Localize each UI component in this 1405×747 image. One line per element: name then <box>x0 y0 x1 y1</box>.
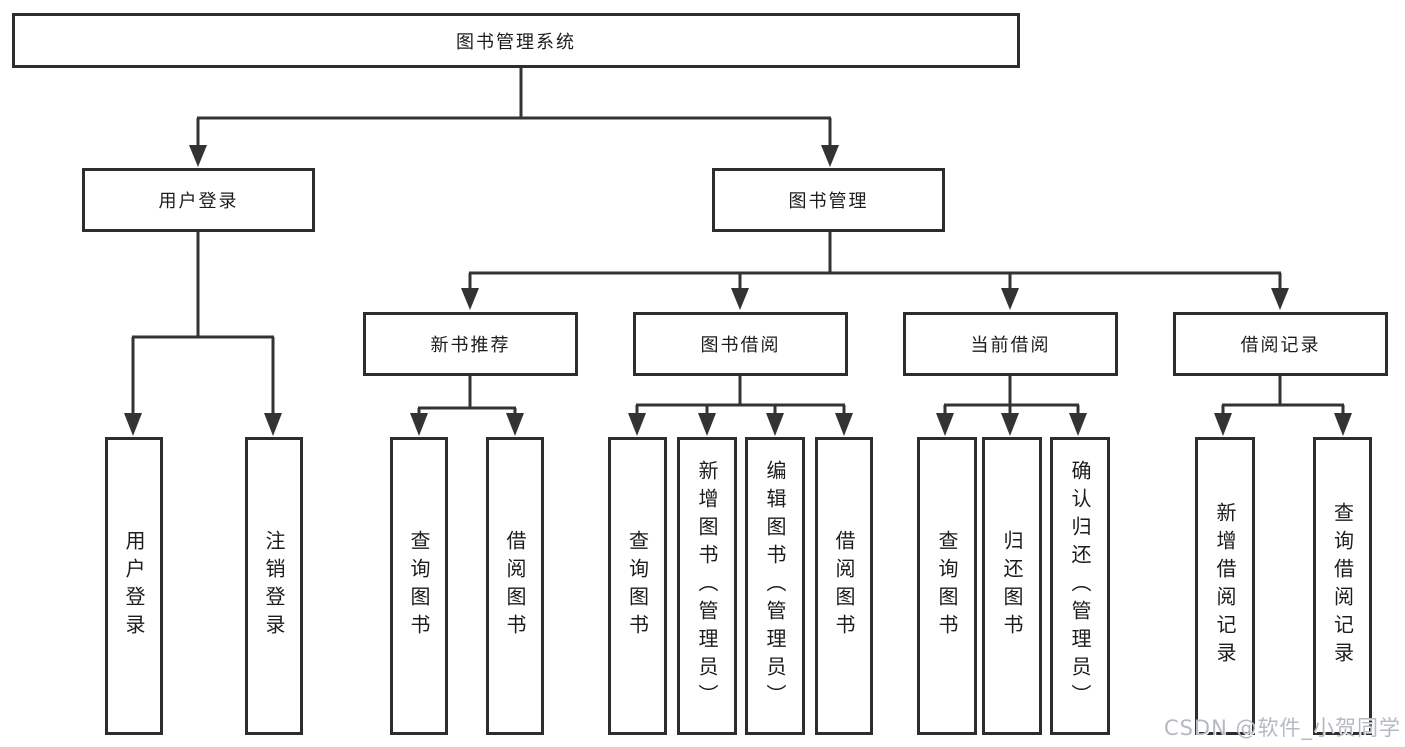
node-borrow-edit-book-admin: 编辑图书（管理员） <box>745 437 805 735</box>
node-root-label: 图书管理系统 <box>456 31 576 53</box>
node-borrow-query-book: 查询图书 <box>608 437 667 735</box>
node-current-return-book: 归还图书 <box>982 437 1042 735</box>
node-leaf-logout-label: 注销登录 <box>262 530 286 642</box>
node-recommend-borrow-book: 借阅图书 <box>486 437 544 735</box>
node-leaf-logout: 注销登录 <box>245 437 303 735</box>
node-borrow-records-label: 借阅记录 <box>1240 335 1321 356</box>
node-borrow-add-book-admin-label: 新增图书（管理员） <box>695 460 719 712</box>
node-current-return-book-label: 归还图书 <box>1000 530 1024 642</box>
node-records-add-record: 新增借阅记录 <box>1195 437 1255 735</box>
node-book-borrow: 图书借阅 <box>633 312 848 376</box>
connector-paths <box>131 68 1345 416</box>
node-recommend-query-book-label: 查询图书 <box>407 530 431 642</box>
arrowheads <box>124 145 1352 436</box>
node-new-book-recommend-label: 新书推荐 <box>430 335 511 356</box>
node-book-management: 图书管理 <box>712 168 945 232</box>
node-leaf-user-login: 用户登录 <box>105 437 163 735</box>
node-borrow-edit-book-admin-label: 编辑图书（管理员） <box>763 460 787 712</box>
node-records-query-record-label: 查询借阅记录 <box>1330 502 1355 670</box>
node-book-borrow-label: 图书借阅 <box>700 335 781 356</box>
node-current-confirm-return-admin: 确认归还（管理员） <box>1050 437 1110 735</box>
node-user-login-label: 用户登录 <box>158 191 239 212</box>
node-current-query-book-label: 查询图书 <box>935 530 959 642</box>
node-book-management-label: 图书管理 <box>788 191 869 212</box>
node-recommend-query-book: 查询图书 <box>390 437 448 735</box>
node-current-borrow: 当前借阅 <box>903 312 1118 376</box>
node-user-login: 用户登录 <box>82 168 315 232</box>
node-borrow-borrow-book-label: 借阅图书 <box>832 530 856 642</box>
csdn-watermark: CSDN @软件_小贺同学 <box>1163 716 1401 740</box>
node-current-borrow-label: 当前借阅 <box>970 335 1051 356</box>
node-records-add-record-label: 新增借阅记录 <box>1213 502 1237 670</box>
node-current-confirm-return-admin-label: 确认归还（管理员） <box>1068 460 1092 712</box>
node-borrow-add-book-admin: 新增图书（管理员） <box>677 437 737 735</box>
node-current-query-book: 查询图书 <box>917 437 977 735</box>
node-borrow-records: 借阅记录 <box>1173 312 1388 376</box>
node-borrow-query-book-label: 查询图书 <box>625 530 650 642</box>
node-root: 图书管理系统 <box>12 13 1020 68</box>
node-leaf-user-login-label: 用户登录 <box>122 530 146 642</box>
node-recommend-borrow-book-label: 借阅图书 <box>503 530 527 642</box>
node-new-book-recommend: 新书推荐 <box>363 312 578 376</box>
node-records-query-record: 查询借阅记录 <box>1313 437 1372 735</box>
node-borrow-borrow-book: 借阅图书 <box>815 437 873 735</box>
